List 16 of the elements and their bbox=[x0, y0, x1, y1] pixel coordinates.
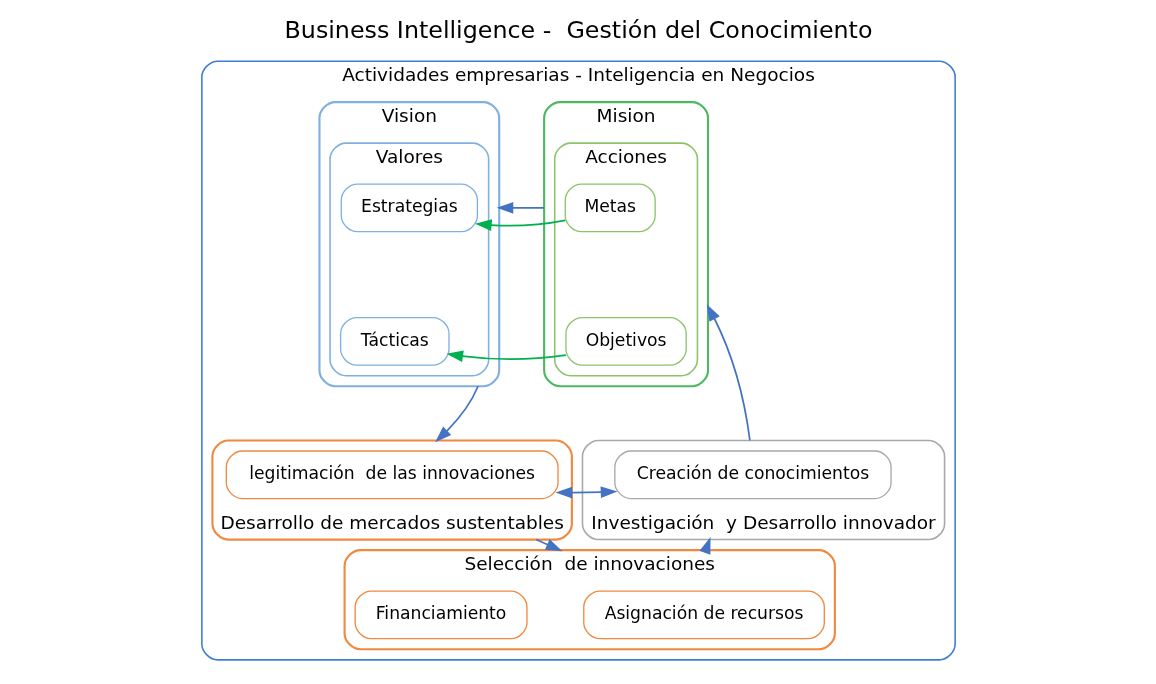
diagram-title: Business Intelligence - Gestión del Conocimiento bbox=[284, 15, 872, 44]
node-box: Objetivos bbox=[564, 316, 687, 366]
node-box: Financiamiento bbox=[354, 590, 528, 640]
node-box: Estrategias bbox=[340, 183, 478, 233]
arrow bbox=[555, 486, 617, 499]
arrow bbox=[474, 219, 566, 231]
node-box: Asignación de recursos bbox=[582, 590, 825, 640]
arrow bbox=[434, 385, 479, 443]
arrow bbox=[534, 538, 562, 552]
arrow bbox=[706, 304, 751, 442]
arrow bbox=[496, 202, 545, 214]
node-box: Tácticas bbox=[339, 316, 450, 366]
node-box: Creación de conocimientos bbox=[613, 450, 892, 500]
node-box: legitimación de las innovaciones bbox=[225, 450, 559, 500]
node-box: Metas bbox=[564, 183, 656, 233]
arrow bbox=[445, 350, 567, 362]
